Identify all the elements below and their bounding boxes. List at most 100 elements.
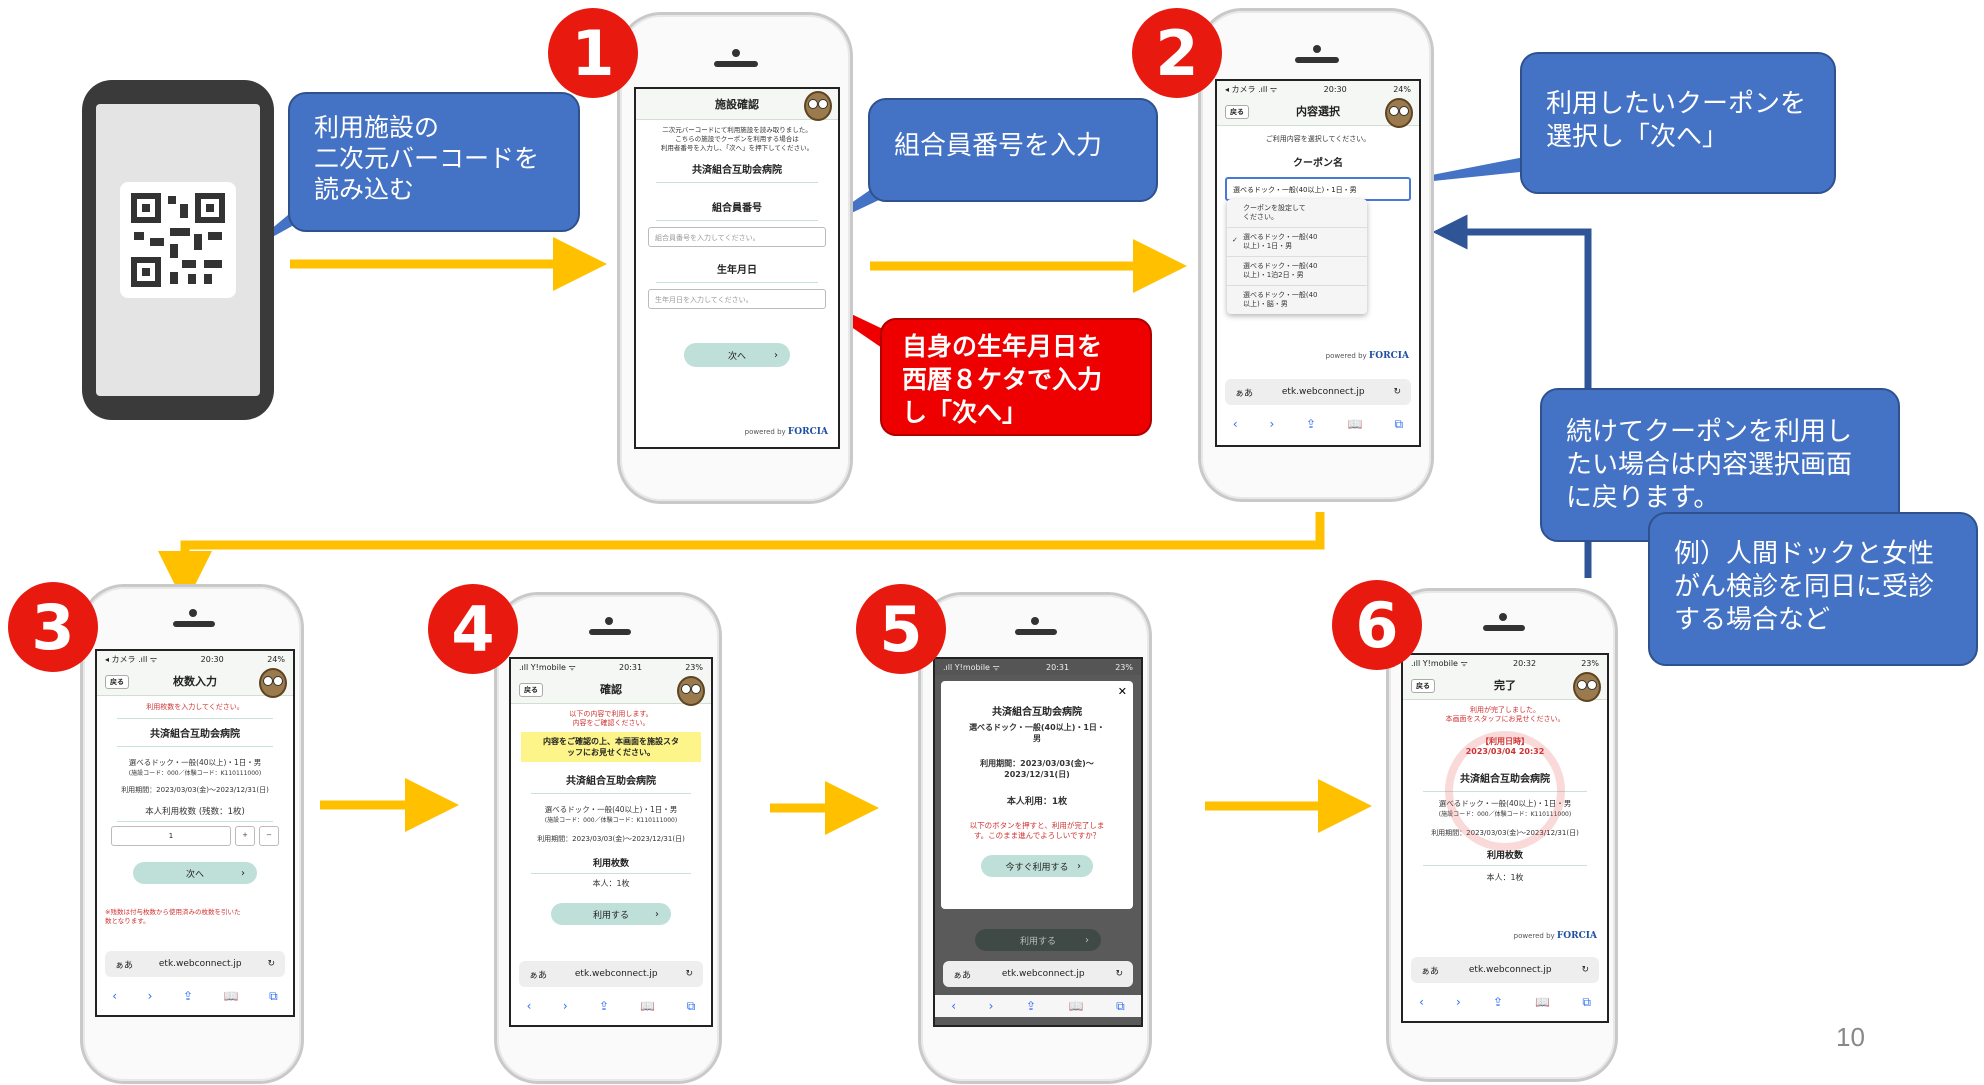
minus-button[interactable]: −: [259, 826, 279, 846]
facility-name: 共済組合互助会病院: [566, 776, 656, 787]
tabs-icon[interactable]: ⧉: [1582, 994, 1591, 1009]
use-button[interactable]: 利用する›: [551, 903, 671, 925]
bookmarks-icon[interactable]: 📖: [1347, 417, 1363, 431]
powered-by: powered by FORCIA: [744, 427, 828, 437]
browser-toolbar: ‹ › ⇪ 📖 ⧉: [97, 985, 293, 1007]
coupon-name: 選べるドック・一般(40以上)・1日・男: [544, 805, 678, 814]
tabs-icon[interactable]: ⧉: [1394, 416, 1404, 431]
coupon-option-selected[interactable]: ✓選べるドック・一般(40 以上)・1日・男: [1227, 228, 1367, 257]
coupon-option[interactable]: 選べるドック・一般(40 以上)・脳・男: [1243, 291, 1318, 308]
back-icon[interactable]: ‹: [112, 989, 118, 1003]
reload-icon: ↻: [685, 969, 693, 979]
facility-name: 共済組合互助会病院: [150, 729, 240, 740]
powered-by: powered by FORCIA: [1325, 351, 1409, 361]
owl-mascot-icon: [1573, 672, 1601, 702]
bookmarks-icon[interactable]: 📖: [1068, 999, 1084, 1013]
bookmarks-icon[interactable]: 📖: [223, 989, 239, 1003]
coupon-select[interactable]: 選べるドック・一般(40以上)・1日・男: [1225, 177, 1411, 201]
count-value: 本人：1枚: [1486, 873, 1524, 882]
bookmarks-icon[interactable]: 📖: [1535, 995, 1551, 1009]
tabs-icon[interactable]: ⧉: [686, 998, 696, 1013]
coupon-name: 選べるドック・一般(40以上)・1日・男: [128, 758, 262, 767]
url-text: etk.webconnect.jp: [1281, 387, 1365, 397]
facility-name: 共済組合互助会病院: [992, 707, 1082, 718]
coupon-option[interactable]: クーポンを設定して ください。: [1227, 199, 1367, 228]
count-value: 本人：1枚: [592, 879, 630, 888]
share-icon[interactable]: ⇪: [1493, 995, 1504, 1009]
tabs-icon[interactable]: ⧉: [269, 988, 278, 1003]
usage-period: 利用期間：2023/03/03(金)〜2023/12/31(日): [537, 835, 685, 843]
back-button[interactable]: 戻る: [1225, 105, 1249, 119]
screen-facility-confirm: 施設確認 二次元バーコードにて利用施設を読み取りました。 こちらの施設でクーポン…: [634, 87, 840, 449]
warning-text: 以下のボタンを押すと、利用が完了しま す。このまま進んでよろしいですか？: [969, 821, 1105, 840]
back-icon[interactable]: ‹: [1419, 995, 1424, 1009]
callout-birthday: 自身の生年月日を 西暦８ケタで入力 し「次へ」: [880, 318, 1152, 436]
url-text: etk.webconnect.jp: [574, 969, 658, 979]
owl-mascot-icon: [804, 91, 832, 121]
usage-period: 利用期間：2023/03/03(金)〜2023/12/31(日): [121, 786, 269, 794]
bookmarks-icon[interactable]: 📖: [640, 999, 656, 1013]
back-button[interactable]: 戻る: [519, 683, 543, 697]
step-badge-2: 2: [1132, 8, 1222, 98]
coupon-dropdown[interactable]: クーポンを設定して ください。 ✓選べるドック・一般(40 以上)・1日・男 選…: [1227, 199, 1367, 314]
tabs-icon[interactable]: ⧉: [1116, 998, 1125, 1013]
coupon-option[interactable]: 選べるドック・一般(40 以上)・1泊2日・男: [1227, 257, 1367, 286]
share-icon[interactable]: ⇪: [1306, 417, 1317, 431]
qr-code-icon: [120, 182, 236, 298]
back-icon[interactable]: ‹: [526, 999, 532, 1013]
reload-icon: ↻: [1115, 969, 1123, 979]
back-button[interactable]: 戻る: [105, 675, 129, 689]
forward-icon[interactable]: ›: [988, 999, 994, 1013]
next-button[interactable]: 次へ›: [133, 862, 257, 884]
step-badge-1: 1: [548, 8, 638, 98]
forward-icon[interactable]: ›: [1269, 417, 1275, 431]
callout-coupon: 利用したいクーポンを 選択し「次へ」: [1520, 52, 1836, 194]
coupon-codes: (施設コード：000／体験コード：K110111000): [128, 770, 262, 777]
forward-icon[interactable]: ›: [147, 989, 153, 1003]
intro-text: 二次元バーコードにて利用施設を読み取りました。 こちらの施設でクーポンを利用する…: [660, 126, 814, 152]
phone-step-1: 施設確認 二次元バーコードにて利用施設を読み取りました。 こちらの施設でクーポン…: [617, 12, 853, 504]
forward-icon[interactable]: ›: [1456, 995, 1461, 1009]
coupon-name: 選べるドック・一般(40以上)・1日・ 男: [969, 723, 1105, 743]
chevron-right-icon: ›: [774, 349, 778, 361]
member-number-input[interactable]: 組合員番号を入力してください。: [648, 227, 826, 247]
browser-toolbar: ‹ › ⇪ 📖 ⧉: [511, 995, 711, 1017]
birthdate-input[interactable]: 生年月日を入力してください。: [648, 289, 826, 309]
share-icon[interactable]: ⇪: [1025, 999, 1037, 1013]
count-label: 本人利用枚数 (残数：1枚): [145, 807, 245, 817]
back-icon[interactable]: ‹: [1232, 417, 1238, 431]
remaining-note: ※残数は付与枚数から使用済みの枚数を引いた 数となります。: [105, 908, 241, 925]
url-text: etk.webconnect.jp: [158, 959, 242, 969]
back-button[interactable]: 戻る: [1411, 679, 1435, 693]
check-icon: ✓: [1232, 236, 1238, 244]
count-label: 利用枚数: [592, 859, 629, 869]
plus-button[interactable]: +: [235, 826, 255, 846]
close-icon[interactable]: ✕: [1117, 685, 1127, 698]
forward-icon[interactable]: ›: [562, 999, 568, 1013]
url-text: etk.webconnect.jp: [1468, 965, 1552, 975]
share-icon[interactable]: ⇪: [598, 999, 610, 1013]
confirm-modal: ✕ 共済組合互助会病院 選べるドック・一般(40以上)・1日・ 男 利用期間：2…: [941, 681, 1133, 909]
page-title: 内容選択: [1296, 105, 1340, 118]
use-now-button[interactable]: 今すぐ利用する›: [981, 855, 1093, 877]
quantity-input[interactable]: 1: [111, 826, 231, 846]
back-icon[interactable]: ‹: [951, 999, 957, 1013]
page-number: 10: [1836, 1022, 1865, 1052]
owl-mascot-icon: [677, 676, 705, 706]
member-number-label: 組合員番号: [712, 203, 762, 214]
next-button[interactable]: 次へ›: [684, 343, 790, 367]
share-icon[interactable]: ⇪: [182, 989, 194, 1003]
step-badge-5: 5: [856, 584, 946, 674]
